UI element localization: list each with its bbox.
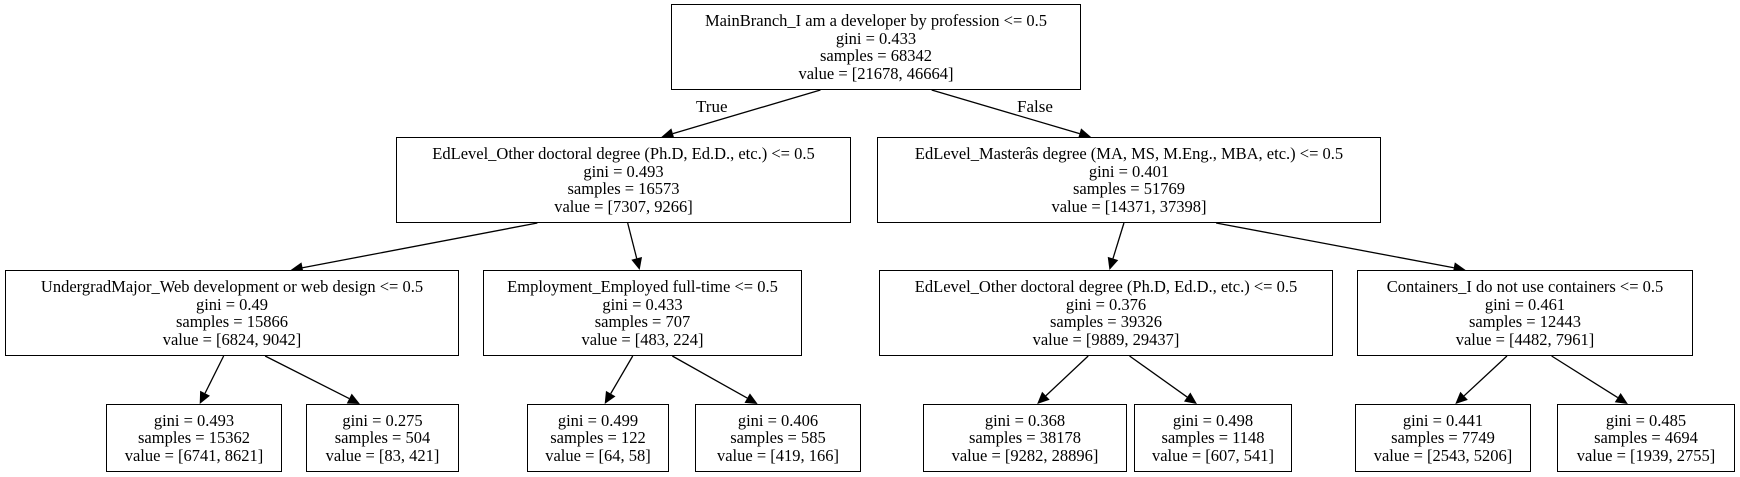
tree-node: Containers_I do not use containers <= 0.… [1357,270,1693,356]
edge-line [1551,355,1619,399]
node-line: samples = 504 [334,428,431,448]
node-line: samples = 51769 [1073,179,1185,198]
node-line: value = [6741, 8621] [124,445,264,465]
edge-line [302,222,538,269]
tree-node: UndergradMajor_Web development or web de… [5,270,459,356]
node-line: gini = 0.493 [153,410,235,430]
edge-arrowhead [1107,256,1119,270]
edge-arrowhead [1183,392,1197,404]
node-line: samples = 4694 [1594,428,1698,448]
node-line: value = [64, 58] [545,445,651,465]
edge-line [1463,355,1508,397]
edge-arrowhead [604,390,616,404]
node-line: gini = 0.275 [342,410,423,430]
node-line: gini = 0.376 [1065,294,1147,314]
node-line: EdLevel_Masterâs degree (MA, MS, M.Eng.,… [914,144,1344,163]
node-line: gini = 0.493 [583,161,664,181]
node-line: value = [9889, 29437] [1032,329,1180,349]
node-line: EdLevel_Other doctoral degree (Ph.D, Ed.… [432,144,815,163]
edge-line [610,355,634,394]
node-line: gini = 0.401 [1088,161,1170,181]
edge-line [931,89,1080,135]
node-line: samples = 7749 [1391,428,1495,448]
edge-line [1045,355,1089,397]
node-line: samples = 15866 [176,312,288,331]
node-line: samples = 15362 [138,428,250,448]
edge-arrowhead [744,393,758,404]
node-line: gini = 0.461 [1484,294,1566,314]
root-node: MainBranch_I am a developer by professio… [671,4,1081,90]
tree-node: EdLevel_Other doctoral degree (Ph.D, Ed.… [396,137,851,223]
tree-node: EdLevel_Masterâs degree (MA, MS, M.Eng.,… [877,137,1381,223]
node-line: value = [483, 224] [581,329,704,349]
node-line: value = [419, 166] [716,445,840,465]
node-line: samples = 707 [594,312,691,331]
node-line: gini = 0.433 [835,28,917,48]
node-line: samples = 12443 [1469,312,1581,331]
edge-line [204,355,225,394]
node-line: gini = 0.499 [557,410,639,430]
edge-arrowhead [631,257,643,270]
edge-line [672,89,821,135]
node-line: value = [7307, 9266] [554,196,693,216]
edge-arrowhead [199,390,210,404]
edge-arrowhead [661,128,675,139]
node-line: EdLevel_Other doctoral degree (Ph.D, Ed.… [914,277,1298,296]
edge-line [627,222,638,259]
edge-line [264,355,350,400]
node-line: Containers_I do not use containers <= 0.… [1386,277,1664,296]
node-line: gini = 0.433 [602,294,683,314]
node-line: samples = 68342 [820,46,932,65]
node-line: value = [1939, 2755] [1576,445,1716,465]
edge-label-true: True [696,97,728,116]
node-line: value = [14371, 37398] [1051,196,1207,216]
node-line: samples = 38178 [969,428,1081,448]
node-line: gini = 0.498 [1172,410,1254,430]
node-line: UndergradMajor_Web development or web de… [40,277,424,296]
edge-line [1129,355,1188,398]
node-line: samples = 122 [550,428,646,448]
node-line: value = [83, 421] [325,445,440,465]
node-line: samples = 1148 [1161,428,1265,448]
edge-arrowhead [1614,392,1628,404]
edge-line [671,355,748,399]
node-line: gini = 0.485 [1605,410,1687,430]
node-line: samples = 585 [730,428,826,448]
node-line: value = [4482, 7961] [1455,329,1595,349]
tree-node: EdLevel_Other doctoral degree (Ph.D, Ed.… [879,270,1333,356]
node-line: value = [6824, 9042] [162,329,302,349]
node-line: value = [2543, 5206] [1373,445,1513,465]
edge-arrowhead [1077,128,1092,139]
node-line: gini = 0.368 [984,410,1066,430]
node-line: value = [21678, 46664] [798,63,954,83]
edge-arrowhead [1037,391,1050,404]
node-line: value = [607, 541] [1151,445,1275,465]
edge-arrowhead [346,393,360,404]
node-line: gini = 0.49 [195,294,269,314]
node-line: value = [9282, 28896] [951,445,1099,465]
node-line: MainBranch_I am a developer by professio… [704,11,1048,30]
node-line: gini = 0.441 [1402,410,1484,430]
node-line: Employment_Employed full-time <= 0.5 [507,277,778,296]
edge-line [1112,222,1125,259]
edge-arrowhead [1455,391,1468,404]
edge-line [1215,222,1454,269]
node-line: samples = 39326 [1050,312,1162,331]
node-line: gini = 0.406 [737,410,819,430]
edge-label-false: False [1017,97,1053,116]
node-line: samples = 16573 [567,179,680,198]
